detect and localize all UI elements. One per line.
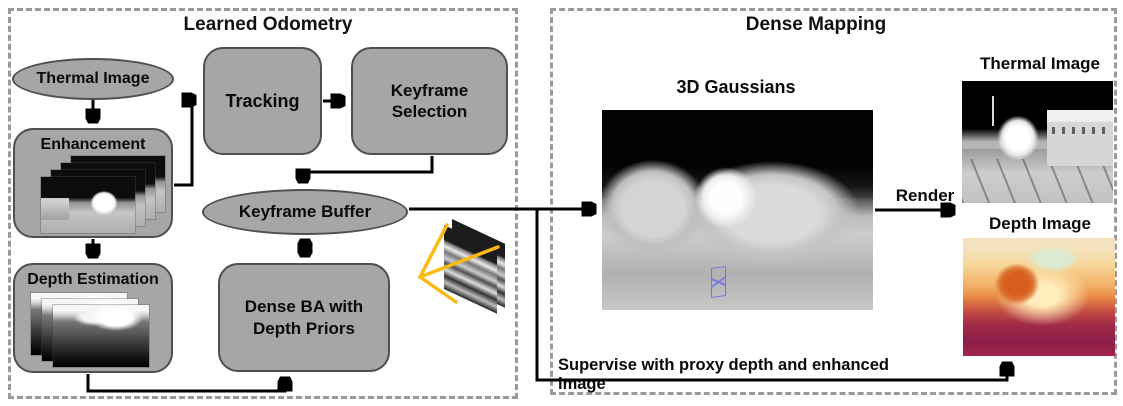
node-keyframe-buffer-label: Keyframe Buffer (238, 202, 372, 221)
node-tracking-label: Tracking (225, 90, 300, 111)
camera-marker-icon (711, 265, 726, 299)
node-enhancement-label: Enhancement (40, 136, 146, 153)
node-thermal-image: Thermal Image (12, 58, 174, 100)
supervise-caption: Supervise with proxy depth and enhanced … (558, 356, 889, 393)
dense-mapping-panel (550, 8, 1117, 395)
node-depth-estimation: Depth Estimation (13, 263, 173, 373)
node-dense-ba: Dense BA with Depth Priors (218, 263, 390, 372)
learned-odometry-panel (8, 8, 518, 399)
enhanced-frame-thumb (41, 177, 135, 233)
learned-odometry-title: Learned Odometry (183, 14, 353, 35)
rendered-depth-image (963, 238, 1115, 356)
depth-frame-thumb (53, 305, 149, 367)
node-dense-ba-label: Dense BA with Depth Priors (244, 297, 364, 338)
node-keyframe-buffer: Keyframe Buffer (202, 189, 408, 235)
node-thermal-image-label: Thermal Image (36, 70, 150, 87)
rendered-thermal-image (962, 81, 1113, 203)
gaussians-scene-image (602, 110, 873, 310)
node-depth-estimation-label: Depth Estimation (27, 271, 159, 288)
rendered-depth-label: Depth Image (988, 214, 1092, 233)
dense-mapping-title: Dense Mapping (745, 14, 887, 35)
render-label: Render (895, 186, 955, 205)
node-keyframe-selection-label: Keyframe Selection (390, 80, 469, 121)
gaussians-label: 3D Gaussians (676, 77, 796, 97)
rendered-thermal-label: Thermal Image (980, 54, 1100, 73)
node-tracking: Tracking (203, 47, 322, 155)
node-keyframe-selection: Keyframe Selection (351, 47, 508, 155)
node-enhancement: Enhancement (13, 128, 173, 238)
